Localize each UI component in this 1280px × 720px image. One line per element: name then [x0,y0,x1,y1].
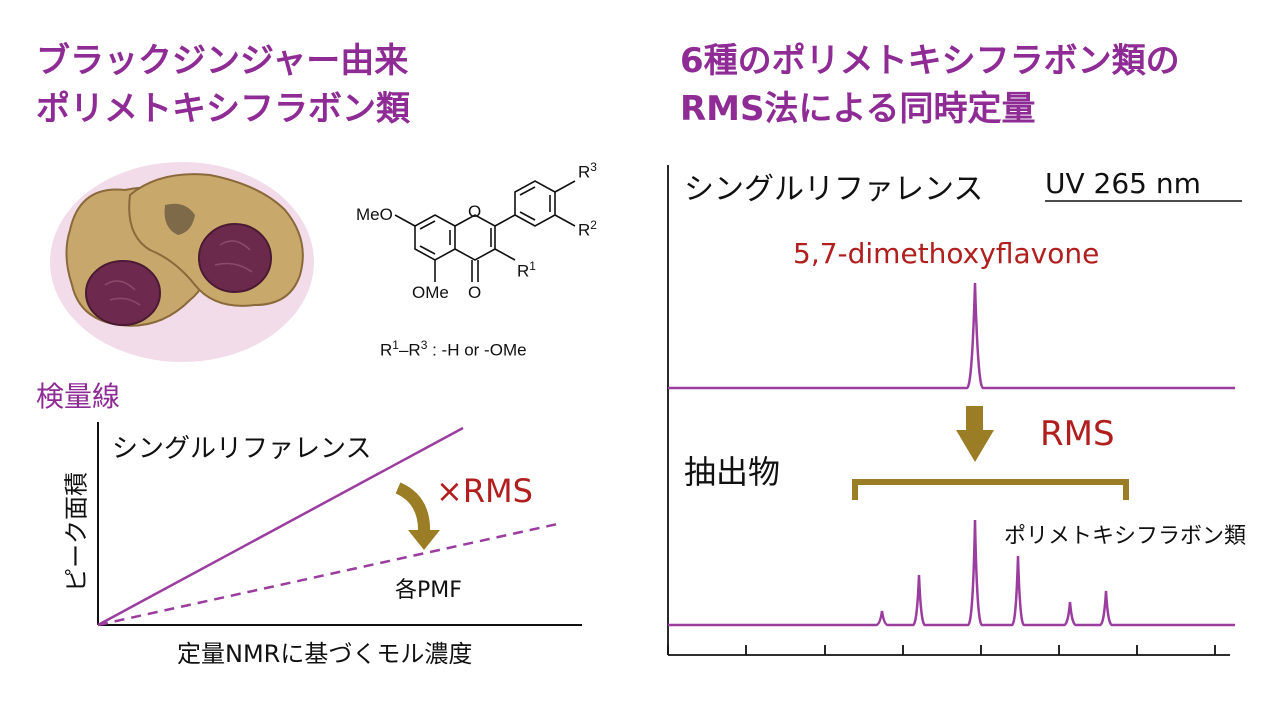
calibration-ylabel: ピーク面積 [62,472,91,592]
r3-symbol: R [578,162,591,182]
r1-symbol: R [517,261,530,281]
substituent-legend: R1–R3 : -H or -OMe [380,338,527,361]
legend-sup1: 1 [392,338,399,352]
structure-label-ome: OMe [412,283,449,302]
r3-superscript: 3 [590,160,597,174]
legend-sup3: 3 [420,338,428,352]
structure-label-meo: MeO [356,205,393,224]
reference-chromatogram-trace [668,282,1235,390]
pmf-dashed-line [97,521,563,627]
left-title-line2: ポリメトキシフラボン類 [36,89,410,129]
structure-label-r3: R3 [578,160,597,183]
flavone-structure [394,180,576,282]
r2-symbol: R [578,220,591,240]
calibration-heading: 検量線 [36,380,121,413]
single-reference-line [97,426,464,627]
calibration-xlabel: 定量NMRに基づくモル濃度 [177,640,473,668]
chromatogram-rms-label: RMS [1040,414,1115,454]
calibration-single-ref-label: シングルリファレンス [112,434,372,464]
r1-superscript: 1 [529,259,536,273]
right-title-line2: RMS法による同時定量 [680,89,1036,129]
left-title-line1: ブラックジンジャー由来 [36,41,409,81]
reference-compound-label: 5,7-dimethoxyflavone [793,237,1100,270]
pmf-bracket [852,479,1129,500]
legend-r1: R [380,340,393,360]
pmf-peaks-label: ポリメトキシフラボン類 [1004,524,1247,549]
right-title-line1: 6種のポリメトキシフラボン類の [680,41,1180,81]
detector-wavelength: UV 265 nm [1045,167,1201,200]
black-ginger-illustration [50,162,314,362]
rms-down-arrow [956,406,994,462]
calibration-axes [97,422,582,626]
structure-label-r2: R2 [578,218,597,241]
structure-label-carbonyl-oxygen: O [468,283,482,302]
legend-dash: –R [398,340,421,360]
calibration-rms-label: ×RMS [436,472,533,510]
r2-superscript: 2 [590,218,597,232]
extract-label: 抽出物 [684,453,781,491]
calibration-pmf-label: 各PMF [395,578,462,603]
extract-chromatogram-trace [668,519,1235,627]
structure-label-r1: R1 [517,259,536,282]
legend-rest: : -H or -OMe [427,340,527,360]
chromatogram-axes [667,165,1230,656]
structure-label-ring-oxygen: O [468,202,482,221]
rms-curved-arrow [395,482,440,550]
chromatogram-single-ref-label: シングルリファレンス [684,172,984,207]
